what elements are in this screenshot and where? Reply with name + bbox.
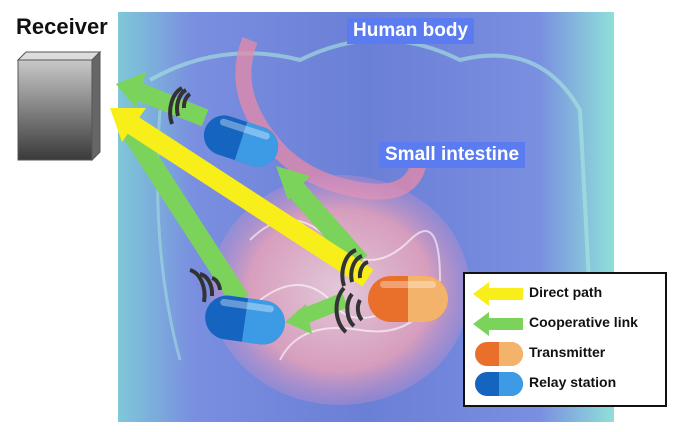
legend-item-cooperative-link: Cooperative link [465, 310, 665, 338]
yellow-arrow-icon [473, 282, 523, 306]
legend-item-direct-path: Direct path [465, 280, 665, 308]
signal-wave-icon [340, 248, 369, 287]
signal-wave-icon [168, 86, 192, 125]
blue-capsule-icon [475, 372, 523, 396]
receiver-box-icon [16, 50, 102, 162]
legend-item-transmitter: Transmitter [465, 340, 665, 368]
direct-path-arrow [110, 108, 374, 287]
legend-label: Transmitter [529, 344, 606, 360]
orange-capsule-icon [475, 342, 523, 366]
signal-wave-icon [189, 268, 222, 303]
relay-station-capsule-icon [203, 115, 279, 167]
transmitter-capsule-icon [368, 276, 448, 322]
relay-station-capsule-icon [205, 295, 285, 345]
legend-label: Relay station [529, 374, 617, 390]
receiver-title: Receiver [16, 14, 108, 39]
legend-item-relay-station: Relay station [465, 370, 665, 398]
legend-label: Direct path [529, 284, 603, 300]
green-arrow-icon [473, 312, 523, 336]
cooperative-link-arrow [276, 166, 368, 269]
legend-label: Cooperative link [529, 314, 638, 330]
signal-wave-icon [334, 286, 364, 334]
human-body-label: Human body [347, 18, 475, 44]
legend: Direct path Cooperative link Transmitter… [463, 272, 667, 407]
small-intestine-label: Small intestine [379, 142, 526, 168]
